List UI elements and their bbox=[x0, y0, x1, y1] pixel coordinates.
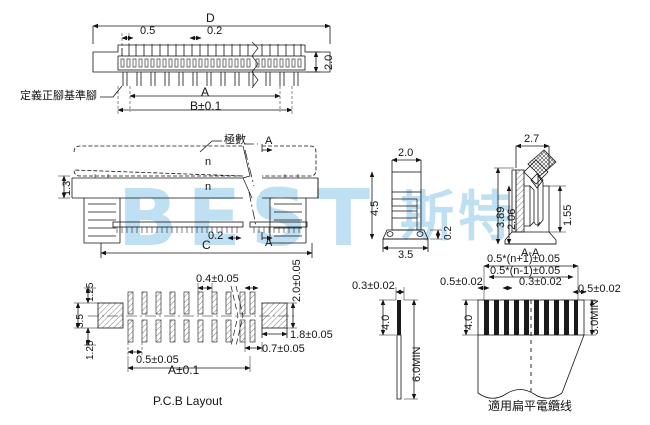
side-view-geometry bbox=[369, 157, 442, 252]
dim-pcb-bottom-offset: 1.25 bbox=[85, 340, 96, 360]
top-view-geometry bbox=[92, 23, 331, 116]
ffc-cable-caption: 適用扁平電纜线 bbox=[488, 399, 573, 413]
pcb-layout-geometry bbox=[74, 283, 297, 372]
dim-pcb-mount-pad-height: 2.0±0.05 bbox=[291, 259, 303, 302]
dim-ffc-edge-left: 0.5±0.02 bbox=[440, 276, 483, 288]
front-view-geometry bbox=[58, 140, 319, 258]
dim-span-c: C bbox=[202, 238, 211, 252]
dim-ffc-edge-right: 0.5±0.02 bbox=[578, 283, 621, 295]
dim-pcb-edge-offset: 0.7±0.05 bbox=[262, 343, 305, 355]
dim-section-height-2-06: 2.06 bbox=[506, 208, 518, 230]
section-mark-a-top: A bbox=[265, 135, 273, 147]
dim-pin-width-top: 0.2 bbox=[207, 25, 223, 37]
dim-side-total-height: 4.5 bbox=[369, 200, 381, 216]
dim-height-1-3: 1.3 bbox=[61, 180, 73, 196]
ffc-thin-view-geometry bbox=[379, 287, 418, 400]
dim-ffc-thin-min-len: 6.0MIN bbox=[411, 346, 423, 382]
dim-span-a-top: A bbox=[201, 85, 210, 99]
section-aa-geometry bbox=[494, 143, 566, 245]
dim-pcb-pad-width: 0.4±0.05 bbox=[196, 273, 239, 285]
dim-span-b-top: B±0.1 bbox=[190, 99, 222, 113]
pcb-layout-caption: P.C.B Layout bbox=[153, 394, 223, 408]
dim-section-width-2-7: 2.7 bbox=[524, 133, 540, 145]
ffc-wide-view-geometry bbox=[462, 263, 596, 399]
dim-pcb-mount-pad-width: 1.8±0.05 bbox=[290, 329, 333, 341]
dim-overall-d: D bbox=[206, 11, 215, 25]
dim-pcb-span-a: A±0.1 bbox=[168, 363, 200, 377]
dim-pcb-top-offset: 1.25 bbox=[85, 282, 96, 302]
datum-pin-note: 定義正腳基準腳 bbox=[20, 89, 97, 102]
dim-ffc-pitch-inner: 0.5*(n-1)±0.05 bbox=[490, 265, 561, 277]
dim-ffc-wide-contact-len: 4.0 bbox=[463, 314, 475, 330]
dim-ffc-wide-min-len: 3.0MIN bbox=[589, 299, 601, 335]
dim-side-top-width: 2.0 bbox=[398, 147, 414, 159]
poles-symbol-actuator: n bbox=[205, 156, 212, 168]
poles-note-label: 極數 bbox=[224, 133, 246, 146]
dim-ffc-conductor-width: 0.3±0.02 bbox=[519, 276, 562, 288]
dim-side-foot-gap: 0.2 bbox=[443, 226, 454, 240]
dim-pcb-total-height: 3.5 bbox=[75, 314, 86, 328]
dim-pcb-pitch: 0.5±0.05 bbox=[136, 354, 179, 366]
poles-symbol-body: n bbox=[205, 181, 212, 193]
dim-pitch-top: 0.5 bbox=[140, 25, 156, 37]
dim-pin-width-front: 0.2 bbox=[208, 230, 224, 242]
dim-ffc-pitch-outer: 0.5*(n+1)±0.05 bbox=[487, 253, 561, 265]
dim-height-top-view: 2.0 bbox=[323, 54, 335, 70]
dim-section-height-1-55: 1.55 bbox=[562, 204, 574, 226]
dim-ffc-thickness: 0.3±0.02 bbox=[352, 280, 395, 292]
section-caption-aa: A-A bbox=[521, 247, 540, 259]
dim-side-base-width: 3.5 bbox=[398, 249, 414, 261]
section-mark-a-bottom: A bbox=[265, 237, 273, 249]
dim-ffc-thin-contact-len: 4.0 bbox=[380, 314, 392, 330]
